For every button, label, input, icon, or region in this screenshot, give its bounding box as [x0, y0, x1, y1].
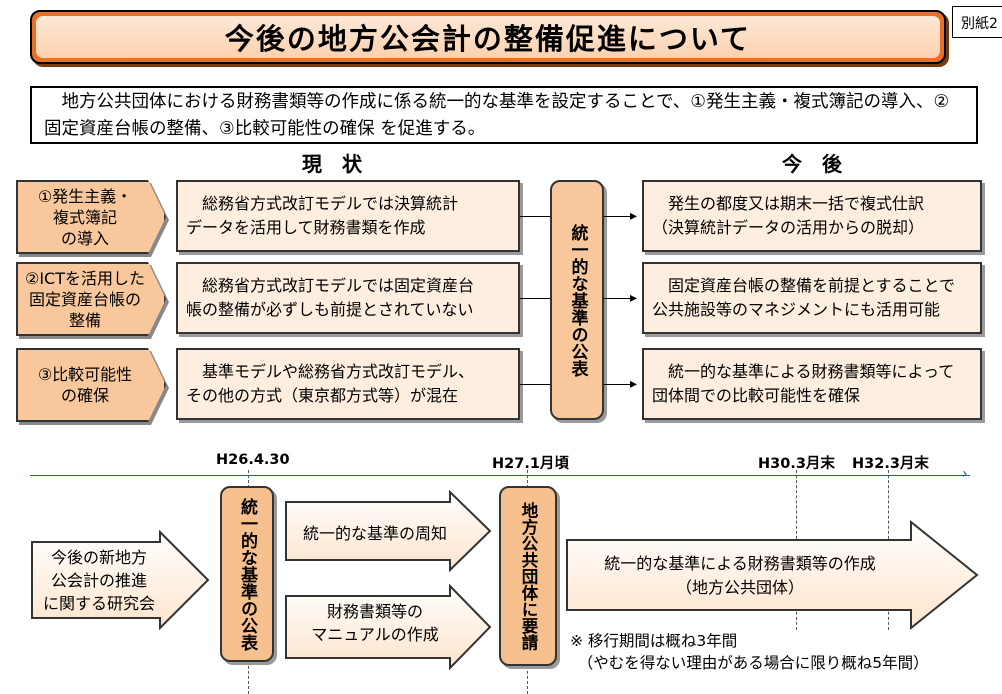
- start-arrow-shape: [31, 530, 210, 630]
- arrow-line: [604, 216, 636, 217]
- current-box-accrual: 総務省方式改訂モデルでは決算統計 データを活用して財務書類を作成: [176, 180, 520, 252]
- big-arrow-label: 統一的な基準による財務書類等の作成 （地方公共団体）: [604, 554, 876, 597]
- connector-line: [520, 216, 550, 217]
- arrow-line: [604, 298, 636, 299]
- row-label-asset-ledger: ②ICTを活用した 固定資産台帳の 整備: [16, 262, 166, 336]
- intro-text: 地方公共団体における財務書類等の作成に係る統一的な基準を設定することで、①発生主…: [30, 86, 978, 144]
- timeline-pillar-publish: 統一的な基準の公表: [220, 486, 274, 662]
- page-title: 今後の地方公会計の整備促進について: [36, 16, 940, 58]
- arrow-right-icon: ▸: [630, 290, 638, 306]
- connector-line: [520, 384, 550, 385]
- timeline-pillar-request: 地方公共団体に要請: [499, 486, 557, 666]
- row-label-comparability: ③比較可能性 の確保: [16, 348, 166, 422]
- current-box-comparability: 基準モデルや総務省方式改訂モデル、 その他の方式（東京都方式等）が混在: [176, 348, 520, 420]
- study-group-box: 今後の新地方 公会計の推進 に関する研究会: [42, 547, 155, 613]
- attachment-label: 別紙2: [952, 6, 1002, 38]
- arrow-right-icon: ▸: [630, 376, 638, 392]
- future-box-comparability: 統一的な基準による財務書類等によって 団体間での比較可能性を確保: [642, 348, 982, 420]
- arrow-right-icon: ▸: [630, 208, 638, 224]
- future-box-accrual: 発生の都度又は期末一括で複式仕訳 （決算統計データの活用からの脱却）: [642, 180, 982, 252]
- timeline-arrow-icon: ›: [962, 466, 968, 482]
- connector-line: [520, 298, 550, 299]
- timeline-date-h27: H27.1月頃: [492, 456, 569, 472]
- unified-standard-pillar: 統一的な基準の公表: [550, 180, 604, 420]
- timeline-date-h26: H26.4.30: [216, 452, 290, 468]
- column-header-current: 現状: [302, 152, 382, 176]
- future-box-asset-ledger: 固定資産台帳の整備を前提とすることで 公共施設等のマネジメントにも活用可能: [642, 262, 982, 334]
- timeline-axis: [30, 475, 970, 476]
- timeline-date-h30: H30.3月末: [758, 456, 835, 472]
- transition-note: ※ 移行期間は概ね3年間 （やむを得ない理由がある場合に限り概ね5年間）: [570, 632, 929, 672]
- arrow-awareness-label: 統一的な基準の周知: [302, 524, 447, 543]
- arrow-shape-manual: [285, 584, 492, 670]
- timeline-date-h32: H32.3月末: [852, 456, 929, 472]
- big-arrow-shape: [566, 520, 979, 630]
- current-box-asset-ledger: 総務省方式改訂モデルでは固定資産台 帳の整備が必ずしも前提とされていない: [176, 262, 520, 334]
- arrow-line: [604, 384, 636, 385]
- row-label-accrual: ①発生主義・ 複式簿記 の導入: [16, 180, 166, 254]
- column-header-future: 今後: [782, 152, 862, 176]
- arrow-manual-label: 財務書類等の マニュアルの作成: [311, 602, 439, 644]
- arrow-shape-awareness: [285, 490, 492, 572]
